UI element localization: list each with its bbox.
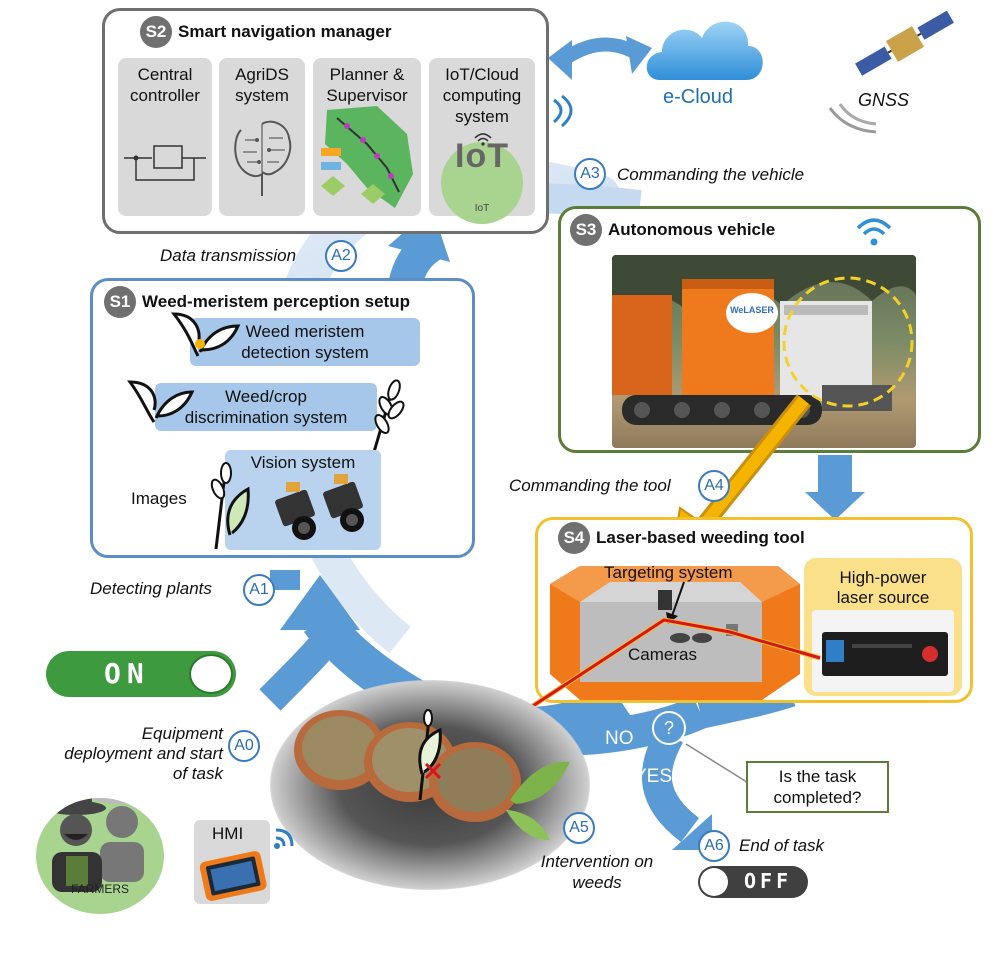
images-label: Images [131,489,187,508]
satellite-icon [855,10,954,76]
no-label: NO [605,728,634,749]
iot-cloud-label: IoT/Cloud computing system [442,65,522,126]
wifi-icon [474,133,492,146]
plant-pots [294,709,570,840]
hmi-label: HMI [212,824,244,843]
plant-image-icon [210,462,250,550]
arrow-yes [642,727,700,842]
cloud-label: e-Cloud [663,86,734,108]
laser-source-label: High-power laser source [836,568,930,607]
central-controller-panel: Central controller [118,58,212,216]
s4-title: S4 Laser-based weeding tool [558,522,805,554]
hmi-panel: HMI [194,820,270,904]
iot-cloud-panel: IoT/Cloud computing system IoT IoT [429,58,535,224]
cloud-icon [646,21,763,81]
iot-circle [441,142,523,224]
vehicle-photo: WeLASER [612,255,916,448]
on-switch-label: ON [104,657,150,690]
s1-title-text: Weed-meristem perception setup [142,292,410,311]
agrids-panel: AgriDS system [219,58,305,216]
laser-source-photo [812,610,954,692]
on-switch[interactable]: ON [46,651,236,697]
iot-small-label: IoT [474,203,490,214]
planner-supervisor-panel: Planner & Supervisor [313,58,421,216]
field-map-icon [321,106,413,208]
tool-enclosure [550,566,800,700]
a4-label: Commanding the tool [509,476,671,495]
a2-badge: A2 [325,240,357,272]
welaser-brand: WeLASER [730,305,774,315]
off-switch[interactable]: OFF [698,866,808,898]
decision-symbol: ? [663,717,674,738]
s2-wireless-icon [552,94,573,128]
farmers-label: FARMERS [70,882,129,896]
off-switch-label: OFF [744,869,793,893]
s2-title-text: Smart navigation manager [178,22,392,41]
tablet-icon [199,851,267,901]
a4-badge: A4 [698,470,730,502]
a6-badge: A6 [698,830,730,862]
camera-pair-icon [275,474,364,540]
task-completed-box: Is the task completed? [746,761,889,813]
iot-logo: IoT [455,137,509,175]
agrids-label: AgriDS system [235,65,289,105]
arrow-a0 [259,620,347,711]
brain-circuit-icon [234,120,292,196]
crop-leaf-icon [126,380,195,423]
a5-label: Intervention on weeds [540,852,654,892]
farmers-circle: FARMERS [36,798,164,914]
arrow-no [559,696,707,756]
discrimination-bar: Weed/crop discrimination system [155,383,377,431]
a6-label: End of task [739,836,825,855]
hmi-wireless-icon [274,828,294,849]
decision-circle: ? [652,711,686,745]
s1-badge: S1 [104,286,136,318]
task-completed-question: Is the task completed? [773,767,862,807]
yes-label: YES [634,766,673,787]
central-controller-label: Central controller [130,65,200,105]
wheat-icon [372,379,405,453]
a3-label: Commanding the vehicle [617,165,805,184]
meristem-detection-label: Weed meristem detection system [241,322,369,362]
a5-badge: A5 [563,812,595,844]
on-switch-knob [189,654,233,694]
tool-highlight-circle [782,276,914,408]
off-switch-knob [700,868,728,896]
s2-badge: S2 [140,16,172,48]
s3-title-text: Autonomous vehicle [608,220,776,239]
a1-badge: A1 [243,574,275,606]
planner-supervisor-label: Planner & Supervisor [326,65,408,105]
s3-title: S3 Autonomous vehicle [570,214,775,246]
s4-badge: S4 [558,522,590,554]
a1-label: Detecting plants [90,579,212,598]
a0-label: Equipment deployment and start of task [64,724,223,783]
s3-badge: S3 [570,214,602,246]
a2-label: Data transmission [160,246,297,265]
a0-badge: A0 [228,730,260,762]
gnss-label: GNSS [858,90,910,110]
cameras-label: Cameras [628,645,697,664]
vision-system-label: Vision system [250,453,356,472]
s3-wifi-icon [856,218,892,246]
targeting-system-label: Targeting system [604,563,733,582]
gnss-signal-icon [828,103,877,134]
decision-connector [685,743,751,785]
s1-title: S1 Weed-meristem perception setup [104,286,410,318]
discrimination-label: Weed/crop discrimination system [184,387,348,427]
s4-title-text: Laser-based weeding tool [596,528,805,547]
control-loop-icon [124,145,206,181]
s2-title: S2 Smart navigation manager [140,16,392,48]
laser-beam [436,617,821,771]
weed-leaf-icon [170,312,241,357]
a3-badge: A3 [574,158,606,190]
